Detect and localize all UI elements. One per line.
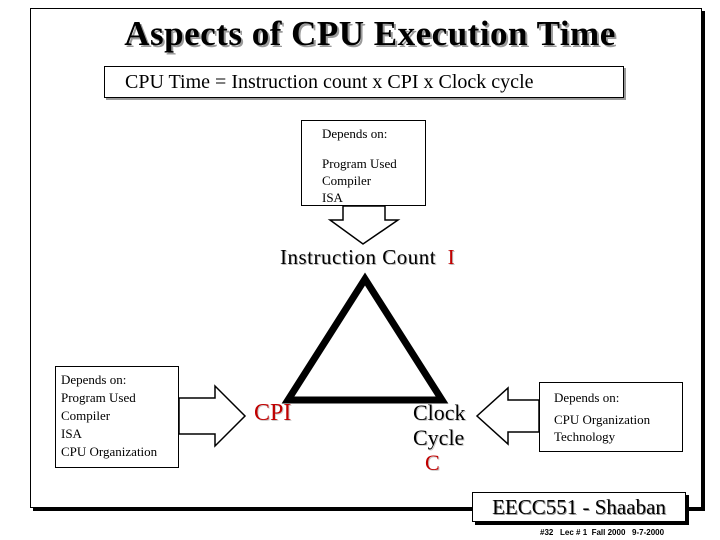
dependency-item: ISA bbox=[61, 426, 82, 441]
slide-frame bbox=[30, 8, 702, 508]
cpi-label: CPI bbox=[254, 400, 292, 426]
course-footer: EECC551 - Shaaban bbox=[472, 492, 686, 522]
instruction-count-dependencies: Depends on: Program Used Compiler ISA bbox=[301, 120, 426, 206]
relationship-triangle bbox=[281, 272, 449, 404]
formula-box: CPU Time = Instruction count x CPI x Clo… bbox=[104, 66, 624, 98]
dependency-item: ISA bbox=[322, 190, 343, 205]
page-title: Aspects of CPU Execution Time bbox=[124, 14, 616, 53]
dependencies-header: Depends on: bbox=[322, 126, 388, 141]
dependency-item: Technology bbox=[554, 429, 616, 444]
clock-cycle-letter: C bbox=[425, 450, 440, 475]
instruction-count-letter: I bbox=[447, 245, 456, 269]
dependency-item: CPU Organization bbox=[554, 412, 651, 427]
slide-info: #32 Lec # 1 Fall 2000 9-7-2000 bbox=[540, 528, 665, 537]
dependencies-header: Depends on: bbox=[61, 372, 127, 387]
down-arrow-icon bbox=[327, 205, 401, 245]
clock-cycle-dependencies: Depends on: CPU Organization Technology bbox=[539, 382, 683, 452]
clock-cycle-line2: Cycle bbox=[413, 425, 465, 450]
instruction-count-label: Instruction Count I bbox=[280, 245, 455, 270]
right-arrow-icon bbox=[178, 384, 247, 448]
clock-cycle-line1: Clock bbox=[413, 400, 466, 425]
left-arrow-icon bbox=[475, 386, 540, 446]
clock-cycle-label: Clock Cycle C bbox=[413, 400, 466, 475]
dependencies-header: Depends on: bbox=[554, 390, 620, 405]
dependency-item: Compiler bbox=[322, 173, 372, 188]
dependency-item: Program Used bbox=[322, 156, 397, 171]
dependency-item: Program Used bbox=[61, 390, 136, 405]
dependency-item: CPU Organization bbox=[61, 444, 158, 459]
instruction-count-text: Instruction Count bbox=[280, 245, 437, 269]
dependency-item: Compiler bbox=[61, 408, 111, 423]
cpi-dependencies: Depends on: Program Used Compiler ISA CP… bbox=[55, 366, 179, 468]
